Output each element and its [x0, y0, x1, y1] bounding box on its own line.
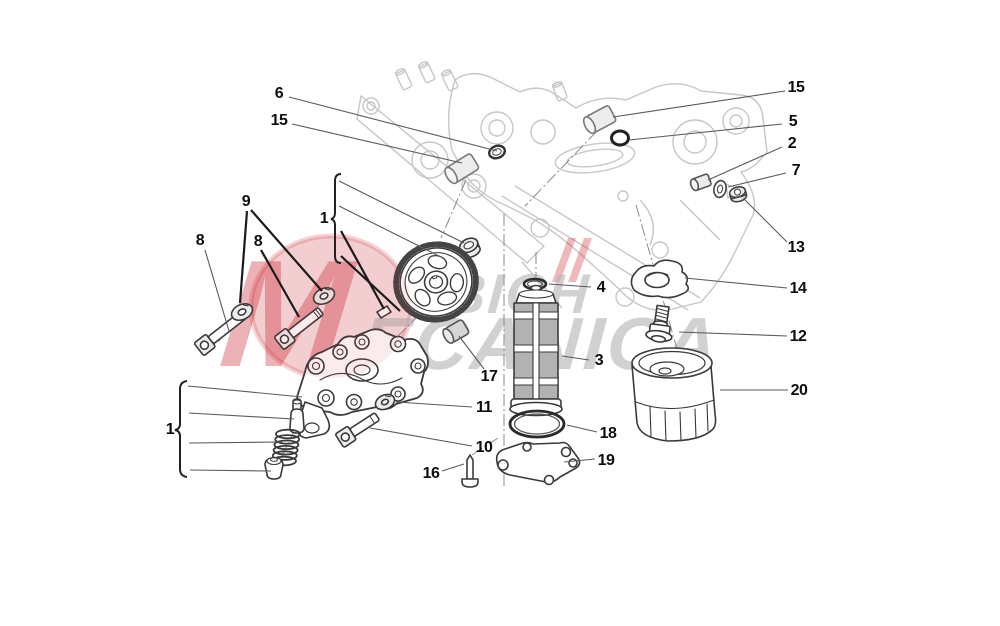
part-o-ring-6 — [488, 144, 506, 160]
part-oil-filter-20 — [631, 347, 717, 442]
callout-label-16-14: 16 — [422, 465, 440, 482]
part-o-ring-18 — [508, 409, 566, 439]
part-screw-16 — [461, 454, 479, 488]
watermark-slash-1 — [552, 238, 576, 282]
callout-label-13-6: 13 — [787, 239, 805, 256]
callout-label-3-11: 3 — [594, 352, 604, 369]
callout-label-15-2: 15 — [787, 79, 805, 96]
brackets — [174, 173, 342, 478]
part-valve-12 — [645, 304, 673, 343]
part-retainer-14 — [630, 259, 690, 299]
callout-label-9-18: 9 — [241, 193, 251, 210]
parts — [193, 105, 748, 488]
part-valve-plunger — [289, 398, 305, 434]
watermark-tint-overlay — [251, 236, 411, 378]
part-bushing-15-left — [444, 153, 480, 185]
part-washer-7 — [713, 179, 727, 199]
part-oil-pump-body — [296, 328, 429, 439]
part-gear — [393, 241, 479, 323]
callout-label-4-10: 4 — [596, 279, 606, 296]
part-mesh-filter-3 — [509, 284, 563, 417]
crankcase-studs — [394, 61, 568, 102]
callout-label-15-1: 15 — [270, 112, 288, 129]
callout-label-5-3: 5 — [788, 113, 798, 130]
callout-label-20-9: 20 — [790, 382, 808, 399]
part-valve-seat-plug — [264, 456, 284, 480]
callout-label-19-13: 19 — [597, 452, 615, 469]
callout-label-17-17: 17 — [480, 368, 498, 385]
part-washer-11 — [374, 393, 396, 411]
leader-lines-bold — [238, 209, 401, 318]
part-washer-9a — [230, 302, 254, 322]
callout-label-1-22: 1 — [165, 421, 175, 438]
callout-label-12-8: 12 — [789, 328, 807, 345]
part-bolt-8b — [273, 307, 324, 350]
part-bushing-15-right — [582, 105, 617, 135]
callout-label-10-15: 10 — [475, 439, 493, 456]
bracket-top — [330, 173, 342, 264]
callout-label-11-16: 11 — [476, 399, 492, 416]
callout-label-2-4: 2 — [787, 135, 797, 152]
part-cover-gasket-19 — [495, 441, 581, 486]
part-valve-spring — [271, 428, 301, 467]
leader-lines — [187, 90, 788, 472]
bracket-bottom — [174, 380, 188, 478]
part-nut-13 — [728, 186, 748, 203]
part-bolt-10 — [335, 412, 380, 448]
callout-label-6-0: 6 — [274, 85, 284, 102]
callout-label-1-21: 1 — [319, 210, 329, 227]
watermark-slash-2 — [568, 238, 592, 282]
callout-label-14-7: 14 — [789, 280, 807, 297]
callout-label-8-20: 8 — [253, 233, 263, 250]
callout-label-7-5: 7 — [791, 162, 801, 179]
callout-label-8-19: 8 — [195, 232, 205, 249]
part-washer-9b — [312, 286, 336, 306]
callout-label-18-12: 18 — [599, 425, 617, 442]
part-o-ring-5 — [610, 129, 630, 147]
